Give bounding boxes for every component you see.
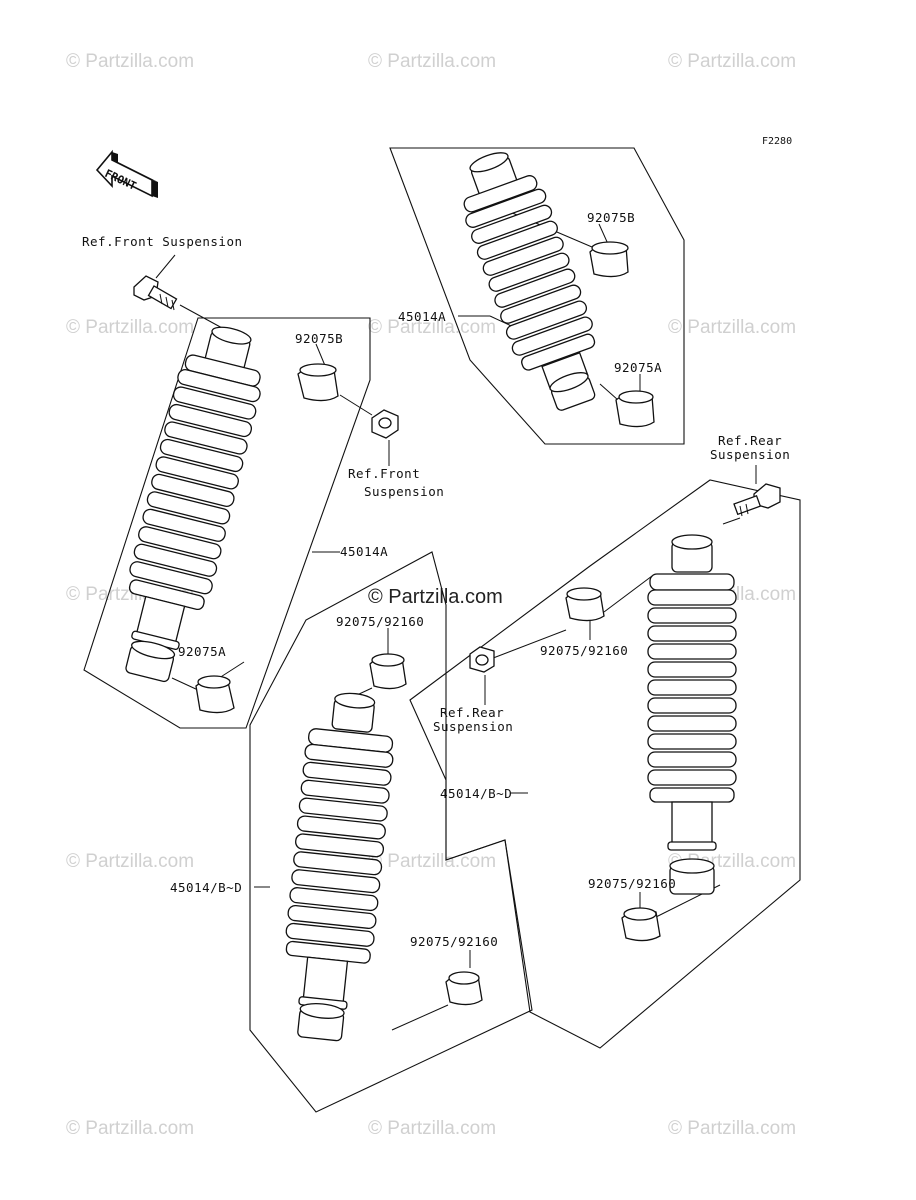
label-92075a: 92075A bbox=[178, 644, 226, 659]
label-ref-rear-line2: Suspension bbox=[710, 447, 790, 462]
bushing-92075b-left-icon bbox=[297, 363, 339, 402]
watermark: © Partzilla.com bbox=[66, 1118, 194, 1139]
bushing-92075-92160-right-bottom-icon bbox=[621, 907, 661, 942]
bushing-92075-92160-right-top-icon bbox=[565, 587, 605, 622]
shock-absorber-rear-center-icon bbox=[285, 692, 394, 1042]
group-outline-rear-center bbox=[249, 551, 533, 1113]
label-92075a: 92075A bbox=[614, 360, 662, 375]
front-bolt-icon bbox=[133, 275, 178, 311]
bushing-92075-92160-center-top-icon bbox=[369, 653, 407, 690]
label-ref-front-line1: Ref.Front bbox=[348, 466, 420, 481]
group-outline-top-right bbox=[389, 147, 685, 445]
shock-absorber-front-left-icon bbox=[125, 326, 261, 683]
label-92075-92160: 92075/92160 bbox=[540, 643, 628, 658]
rear-nut-icon bbox=[469, 646, 495, 673]
watermark: © Partzilla.com bbox=[66, 851, 194, 872]
watermark: © Partzilla.com bbox=[368, 1118, 496, 1139]
label-92075-92160: 92075/92160 bbox=[410, 934, 498, 949]
label-ref-rear-line1: Ref.Rear bbox=[440, 705, 504, 720]
bushing-92075-92160-center-bottom-icon bbox=[445, 971, 483, 1006]
label-92075-92160: 92075/92160 bbox=[336, 614, 424, 629]
watermark: © Partzilla.com bbox=[668, 317, 796, 338]
part-labels: Ref.Front Suspension 92075B Ref.Front Su… bbox=[82, 210, 790, 949]
label-92075b: 92075B bbox=[587, 210, 635, 225]
group-outline-front-left bbox=[83, 317, 371, 729]
leader-lines bbox=[155, 211, 757, 1031]
label-45014a: 45014A bbox=[398, 309, 446, 324]
watermark: © Partzilla.com bbox=[66, 317, 194, 338]
label-92075b: 92075B bbox=[295, 331, 343, 346]
shock-absorber-top-right-icon bbox=[463, 152, 596, 411]
group-outlines bbox=[83, 147, 801, 1113]
front-nut-icon bbox=[371, 409, 399, 439]
label-45014a: 45014A bbox=[340, 544, 388, 559]
watermark-center: © Partzilla.com bbox=[368, 586, 503, 608]
watermark: © Partzilla.com bbox=[668, 51, 796, 72]
label-45014-b-d: 45014/B~D bbox=[170, 880, 242, 895]
group-outline-rear-right bbox=[409, 479, 801, 1049]
watermark: © Partzilla.com bbox=[368, 51, 496, 72]
label-ref-front-suspension: Ref.Front Suspension bbox=[82, 234, 243, 249]
label-ref-front-line2: Suspension bbox=[364, 484, 444, 499]
bushing-92075a-left-icon bbox=[195, 675, 235, 714]
watermark: © Partzilla.com bbox=[368, 317, 496, 338]
watermark: © Partzilla.com bbox=[66, 51, 194, 72]
watermark: © Partzilla.com bbox=[368, 851, 496, 872]
watermarks: © Partzilla.com © Partzilla.com © Partzi… bbox=[66, 51, 796, 1139]
bushing-92075b-top-icon bbox=[589, 241, 629, 278]
diagram-code: F2280 bbox=[762, 136, 792, 147]
label-ref-rear-line1: Ref.Rear bbox=[718, 433, 782, 448]
bushing-92075a-top-icon bbox=[615, 390, 655, 428]
label-45014-b-d: 45014/B~D bbox=[440, 786, 512, 801]
watermark: © Partzilla.com bbox=[668, 1118, 796, 1139]
label-ref-rear-line2: Suspension bbox=[433, 719, 513, 734]
shock-absorber-rear-right-icon bbox=[647, 534, 737, 895]
rear-bolt-icon bbox=[733, 483, 781, 517]
label-92075-92160: 92075/92160 bbox=[588, 876, 676, 891]
front-arrow-icon: FRONT bbox=[95, 149, 158, 198]
